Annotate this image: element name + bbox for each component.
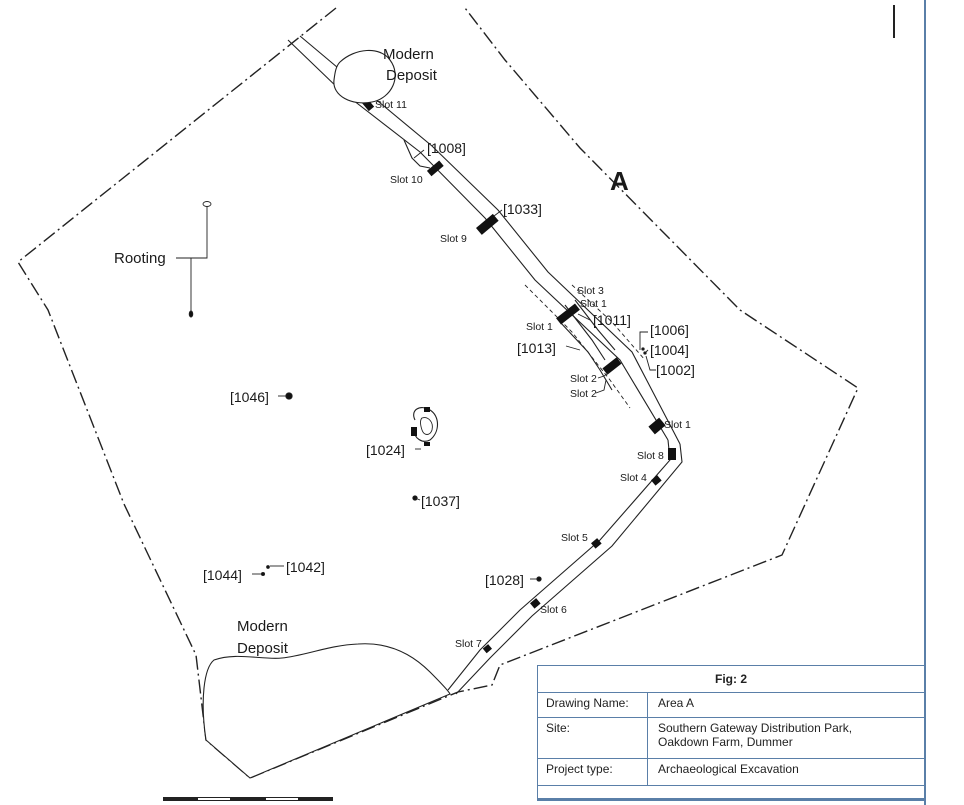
leader-lines <box>176 149 656 580</box>
label-deposit-north-1: Modern <box>383 46 434 63</box>
title-block-footer <box>538 786 924 802</box>
context-1046: [1046] <box>230 389 269 405</box>
title-block: Fig: 2 Drawing Name: Area A Site: Southe… <box>537 665 925 799</box>
context-1008: [1008] <box>427 140 466 156</box>
context-1004: [1004] <box>650 342 689 358</box>
slot-4-label: Slot 4 <box>620 472 647 484</box>
context-1044: [1044] <box>203 567 242 583</box>
drawing-name-key: Drawing Name: <box>538 693 648 717</box>
slot-1a-label: Slot 1 <box>580 298 607 310</box>
context-1013: [1013] <box>517 340 556 356</box>
label-rooting: Rooting <box>114 250 166 267</box>
area-label: A <box>610 166 629 196</box>
context-1033: [1033] <box>503 201 542 217</box>
label-deposit-north-2: Deposit <box>386 67 438 84</box>
slot-10-label: Slot 10 <box>390 174 423 186</box>
scale-bar <box>163 797 333 802</box>
scale-seg <box>197 797 231 801</box>
label-deposit-south-2: Deposit <box>237 640 289 657</box>
context-1042: [1042] <box>286 559 325 575</box>
slot-1c-label: Slot 1 <box>664 419 691 431</box>
site-value: Southern Gateway Distribution Park, Oakd… <box>648 718 924 758</box>
label-deposit-south-1: Modern <box>237 618 288 635</box>
slot-9-label: Slot 9 <box>440 233 467 245</box>
modern-deposit-south <box>202 643 451 779</box>
site-value-line2: Oakdown Farm, Dummer <box>658 735 793 749</box>
row-site: Site: Southern Gateway Distribution Park… <box>538 718 924 759</box>
corner-tick <box>893 5 895 38</box>
project-type-key: Project type: <box>538 759 648 785</box>
context-1006: [1006] <box>650 322 689 338</box>
project-type-value: Archaeological Excavation <box>658 762 799 776</box>
context-1002: [1002] <box>656 362 695 378</box>
slot-11-label: Slot 11 <box>375 99 407 111</box>
context-1011: [1011] <box>593 312 631 328</box>
ditch-south <box>447 439 683 695</box>
scale-seg <box>265 797 299 801</box>
slot-3-label: Slot 3 <box>577 285 604 297</box>
slot-2a-label: Slot 2 <box>570 373 597 385</box>
slot-2b-label: Slot 2 <box>570 388 597 400</box>
feature-1024-ring <box>411 407 439 446</box>
site-value-line1: Southern Gateway Distribution Park, <box>658 721 853 735</box>
page-frame-bottom <box>537 799 926 801</box>
context-1024: [1024] <box>366 442 405 458</box>
slot-8-label: Slot 8 <box>637 450 664 462</box>
modern-deposit-north <box>333 49 396 104</box>
page-frame-right <box>924 0 926 805</box>
slot-1b-label: Slot 1 <box>526 321 553 333</box>
scale-seg <box>231 797 265 801</box>
slot-5-label: Slot 5 <box>561 532 588 544</box>
drawing-name-value: Area A <box>658 696 695 710</box>
scale-seg <box>163 797 197 801</box>
scale-seg <box>299 797 333 801</box>
row-drawing-name: Drawing Name: Area A <box>538 693 924 718</box>
context-1028: [1028] <box>485 572 524 588</box>
row-project-type: Project type: Archaeological Excavation <box>538 759 924 786</box>
slot-6-label: Slot 6 <box>540 604 567 616</box>
context-1037: [1037] <box>421 493 460 509</box>
site-boundary <box>17 7 859 779</box>
slot-7-label: Slot 7 <box>455 638 482 650</box>
site-key: Site: <box>538 718 648 758</box>
figure-number: Fig: 2 <box>538 666 924 693</box>
